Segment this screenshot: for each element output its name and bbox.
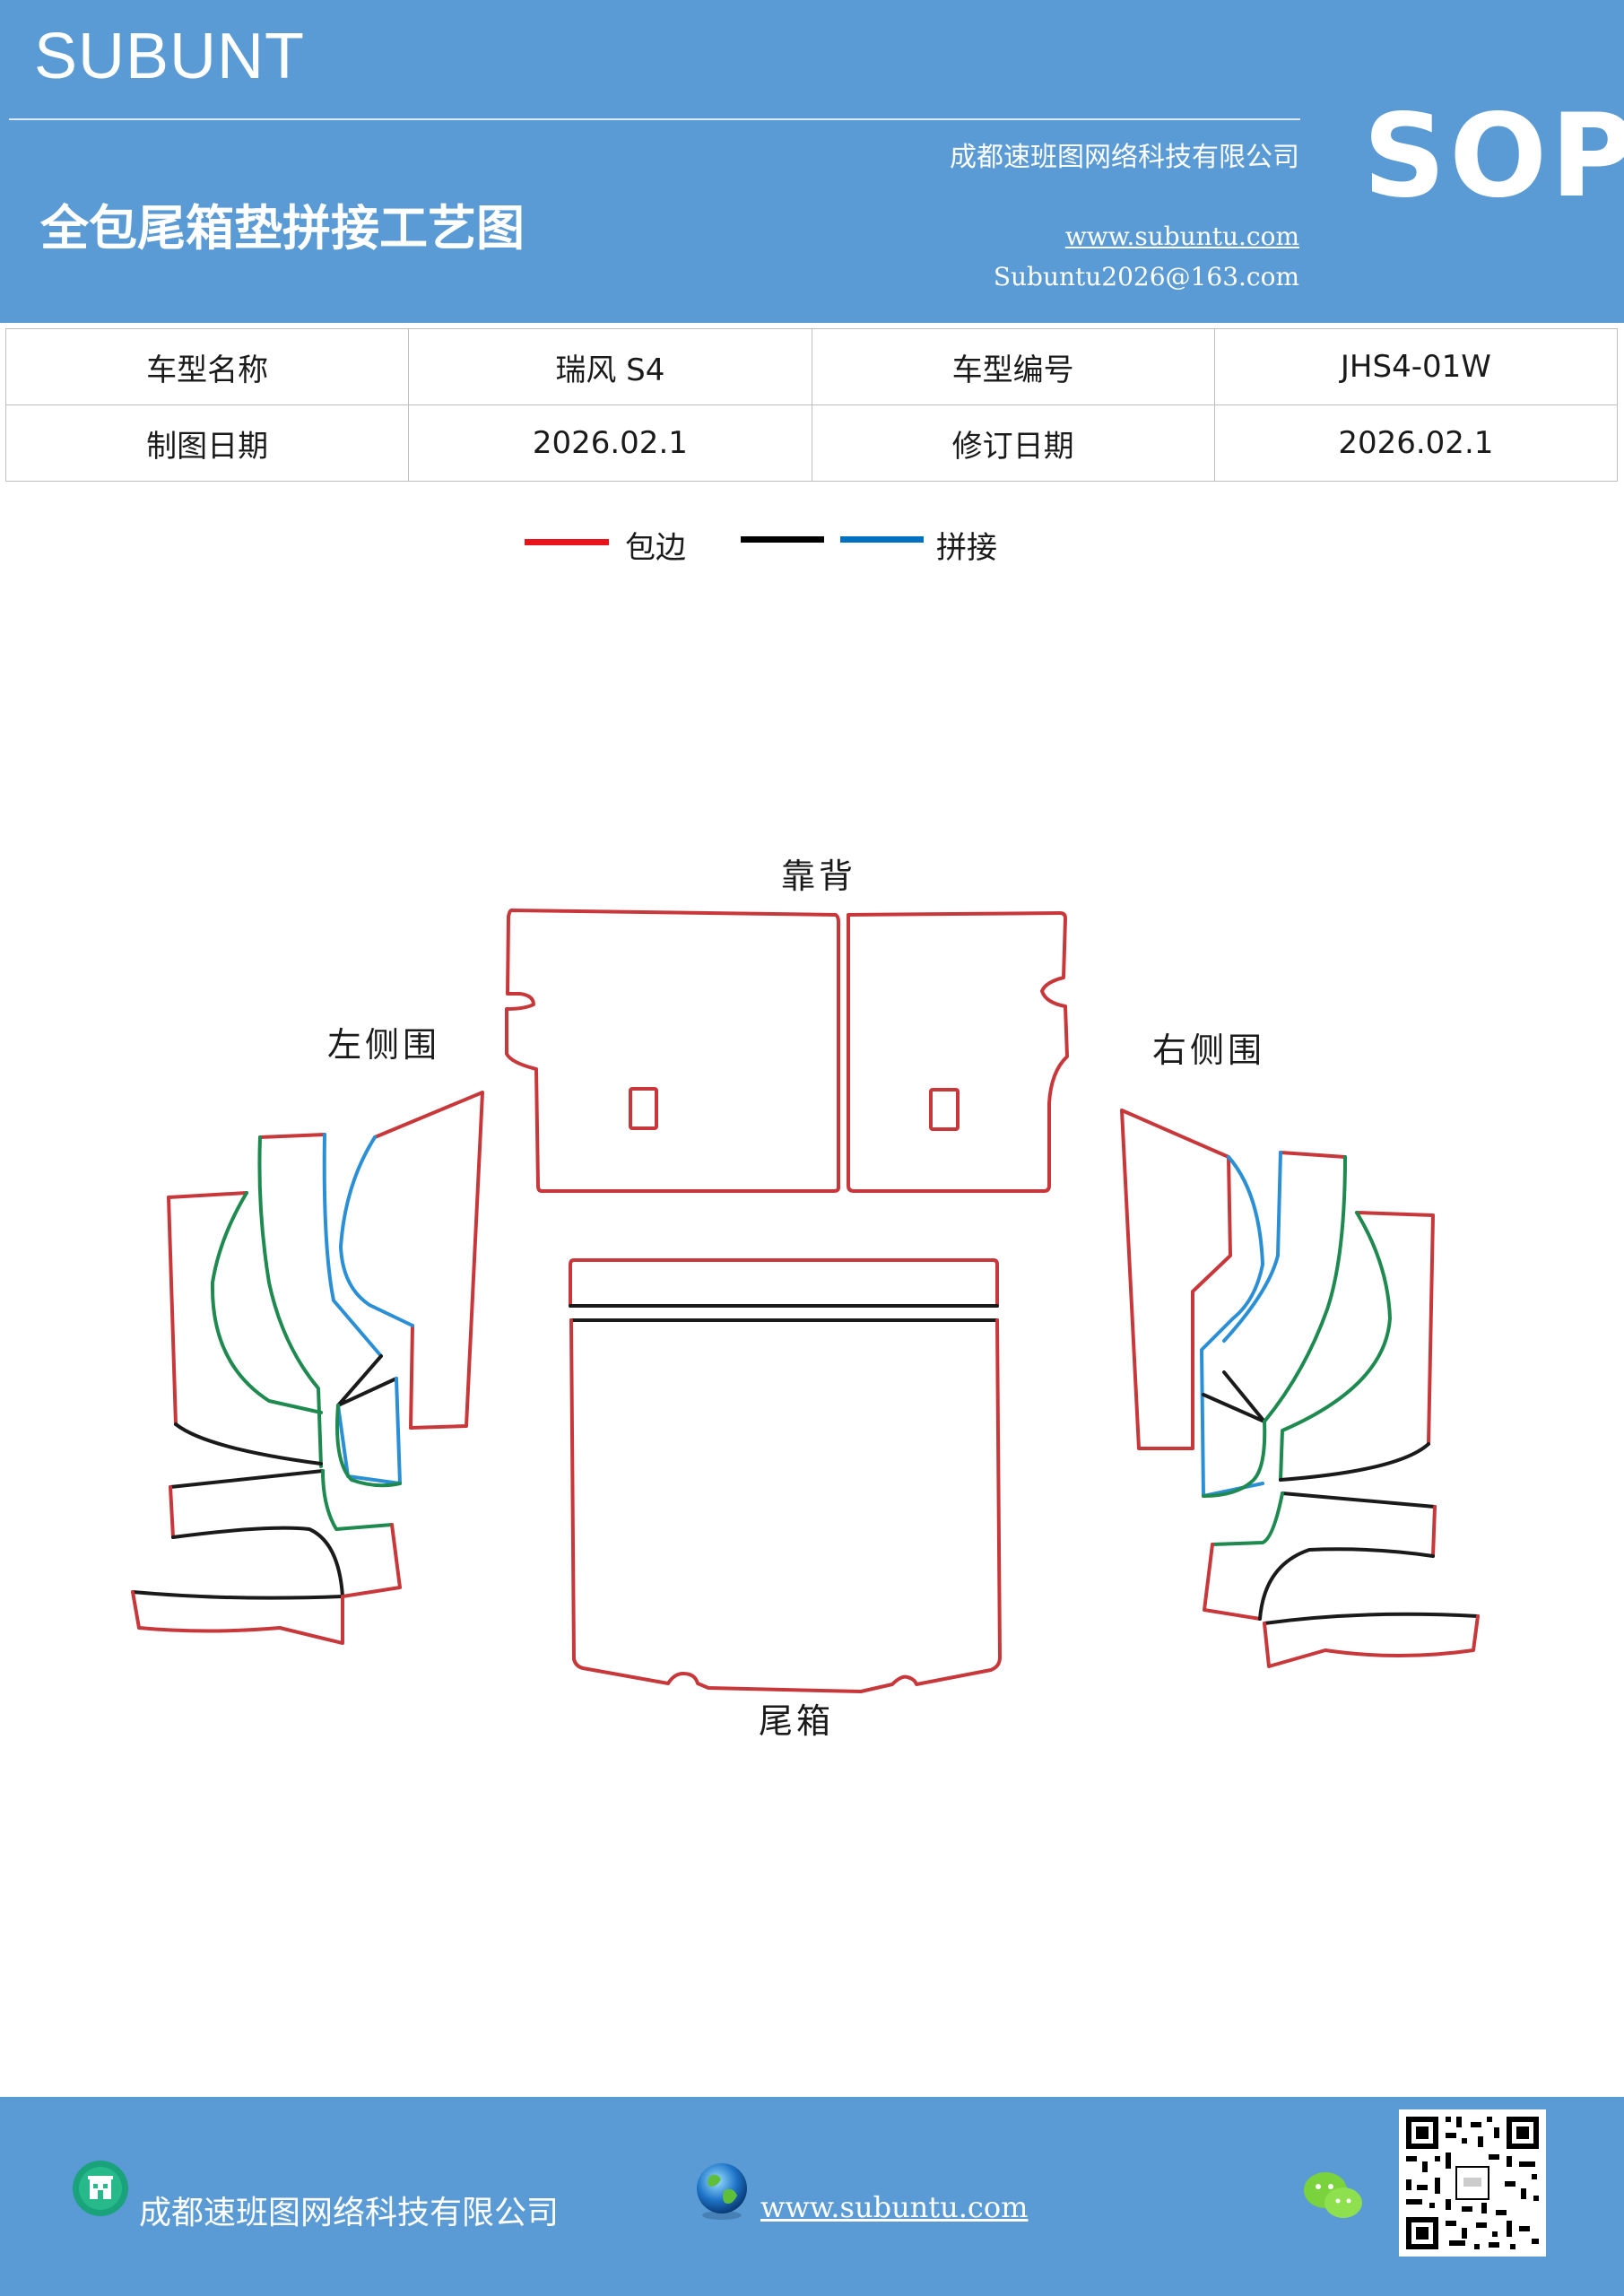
qr-code-graphic [1406,2117,1539,2249]
left-seam-blue [336,1377,402,1485]
right-seam-blue [1222,1151,1282,1343]
email-address: Subuntu2026@163.com [993,262,1299,291]
right-seam-blue [1200,1155,1264,1498]
right-edge [1263,1614,1480,1668]
right-side-label: 右侧围 [1152,1031,1265,1070]
back-right-cutout [929,1088,960,1131]
right-seam-black [1263,1612,1480,1625]
left-seam-green [321,1469,394,1531]
footer-website-link[interactable]: www.subuntu.com [760,2190,1029,2224]
right-seam-black [1258,1547,1435,1621]
left-seam-black [169,1469,325,1489]
table-row: 制图日期 2026.02.1 修订日期 2026.02.1 [4,404,1619,482]
footer-banner: 成都速班图网络科技有限公司 www.subuntu.com [0,2097,1624,2296]
globe-icon [697,2163,747,2220]
back-label: 靠背 [781,857,856,896]
right-edge [1355,1211,1435,1446]
trunk-main-panel [569,1318,1002,1693]
left-seam-black [131,1590,344,1600]
back-left-cutout [629,1087,658,1130]
right-seam-black [1281,1492,1437,1509]
qr-code[interactable] [1399,2109,1546,2257]
back-right-panel [847,911,1069,1193]
left-seam-green [335,1404,402,1488]
wechat-icon[interactable] [1302,2169,1365,2224]
model-name-value: 瑞风 S4 [408,328,812,405]
table-row: 车型名称 瑞风 S4 车型编号 JHS4-01W [4,328,1619,405]
website-link[interactable]: www.subuntu.com [1064,222,1299,251]
revision-date-value: 2026.02.1 [1213,404,1619,482]
right-seam-green [1202,1420,1267,1498]
left-outer-panel [373,1091,484,1430]
footer-company: 成都速班图网络科技有限公司 [139,2195,560,2231]
draw-date-label: 制图日期 [4,404,410,482]
right-edge [1203,1543,1262,1621]
left-side-label: 左侧围 [327,1025,440,1065]
right-edge [1279,1151,1347,1159]
company-name: 成都速班图网络科技有限公司 [950,142,1299,173]
legend-seam-line [840,536,924,543]
back-left-panel [505,909,840,1193]
header-banner: SUBUNT 成都速班图网络科技有限公司 全包尾箱垫拼接工艺图 www.subu… [0,0,1624,323]
sop-badge: SOP [1363,90,1624,223]
right-seam-green [1211,1492,1284,1546]
left-edge [167,1196,178,1426]
trunk-top-strip [569,1258,999,1308]
left-seam-blue [322,1133,383,1358]
right-seam-green [1263,1155,1347,1423]
left-seam-black [171,1526,344,1598]
left-edge [167,1191,248,1199]
model-code-value: JHS4-01W [1213,328,1619,405]
right-edge [1431,1505,1437,1558]
model-code-label: 车型编号 [811,328,1215,405]
revision-date-label: 修订日期 [811,404,1215,482]
left-seam-blue [339,1135,414,1327]
right-seam-green [1279,1211,1392,1482]
left-edge [169,1485,175,1539]
header-divider [9,118,1300,120]
legend-edge-label: 包边 [625,530,686,566]
legend-seam-label: 拼接 [936,530,997,566]
legend-edge-line [525,539,609,545]
trunk-label: 尾箱 [759,1701,834,1741]
left-seam-green [257,1135,323,1468]
legend-black-line [741,536,824,543]
legend: 包边 拼接 [0,520,1624,574]
left-seam-black [174,1422,323,1465]
left-seam-green [210,1191,323,1414]
left-edge [131,1590,344,1645]
building-icon [73,2161,128,2216]
left-edge [341,1523,402,1598]
right-seam-black [1202,1370,1266,1423]
draw-date-value: 2026.02.1 [408,404,812,482]
document-title: 全包尾箱垫拼接工艺图 [40,200,525,257]
left-edge [258,1133,326,1139]
right-seam-black [1279,1442,1430,1482]
model-name-label: 车型名称 [4,328,410,405]
left-seam-black [336,1354,398,1407]
vehicle-info-table: 车型名称 瑞风 S4 车型编号 JHS4-01W 制图日期 2026.02.1 … [4,328,1619,482]
brand-name: SUBUNT [34,21,306,92]
